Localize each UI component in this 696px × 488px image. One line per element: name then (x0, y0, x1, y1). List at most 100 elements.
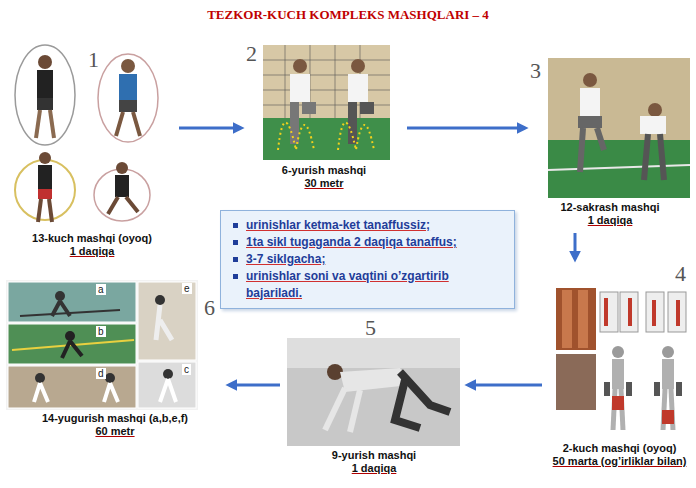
drawn-circle (351, 59, 365, 73)
callout-number: 1 (88, 48, 99, 72)
drawn-rect (8, 324, 136, 364)
bullet-text: 3-7 siklgacha; (246, 251, 325, 268)
drawn-path (62, 341, 82, 358)
drawn-rect (676, 300, 680, 326)
caption-group: 14-yugurish mashqi (a,b,e,f)60 metr (4, 412, 226, 438)
leg-strength-figures (553, 285, 692, 440)
exercise-station: 3 12-sakrash mashqi1 daqiqa (528, 55, 692, 230)
flow-arrow (574, 233, 577, 259)
drawn-rect (662, 359, 674, 389)
bullet-marker (233, 240, 238, 245)
drawn-line (660, 134, 664, 180)
drawn-circle (105, 373, 115, 383)
drawn-rect (302, 102, 316, 114)
drawn-rect (38, 189, 52, 199)
drawn-rect (612, 396, 624, 410)
exercise-station: 42-kuch mashqi (oyoq)50 marta (og’irlikl… (545, 262, 694, 477)
drawn-line (133, 112, 140, 136)
exercise-caption: 12-sakrash mashqi (528, 201, 692, 214)
drawn-line (644, 134, 648, 180)
bullet-marker (233, 223, 238, 228)
drawn-rect (600, 292, 618, 332)
caption-group: 9-yurish mashqi1 daqiqa (283, 449, 465, 475)
drawn-line (548, 165, 690, 170)
drawn-circle (121, 59, 135, 73)
drawn-rect (287, 338, 460, 368)
drawn-path (160, 379, 176, 402)
drawn-path (52, 301, 70, 316)
drawn-rect (38, 165, 52, 189)
drawn-line (263, 90, 390, 91)
exercise-caption: 14-yugurish mashqi (a,b,e,f) (4, 412, 226, 425)
drawn-path (338, 123, 374, 151)
flow-arrow (179, 127, 241, 130)
drawn-path (156, 305, 172, 340)
bullet-row: urinishlar ketma-ket tanaffussiz; (233, 217, 504, 234)
photo-letter: e (182, 283, 192, 294)
jumping-photo (548, 58, 690, 198)
flow-arrow (229, 384, 280, 387)
walking-photo (263, 45, 390, 160)
drawn-rect (37, 70, 53, 98)
drawn-rect (604, 382, 610, 396)
drawn-rect (662, 410, 674, 424)
drawn-circle (662, 346, 674, 358)
drawn-circle (583, 73, 597, 87)
callout-number: 2 (246, 42, 257, 66)
drawn-circle (155, 295, 165, 305)
callout-number: 5 (365, 316, 376, 340)
drawn-line (597, 128, 604, 150)
exercise-caption: 13-kuch mashqi (oyoq) (8, 232, 176, 245)
bullet-text: urinishlar soni va vaqtini o’zgartirib b… (246, 268, 504, 302)
exercise-station: 113-kuch mashqi (oyoq)1 daqiqa (8, 40, 176, 260)
drawn-path (104, 383, 118, 402)
flow-arrow (468, 384, 542, 387)
drawn-rect (626, 382, 632, 396)
callout-number: 3 (530, 59, 541, 83)
drawn-line (350, 390, 360, 432)
drawn-rect (263, 45, 390, 160)
drawn-circle (38, 55, 52, 69)
drawn-line (263, 75, 390, 76)
exercise-station: 6 14-yugurish mashqi (a,b,e,f)60 metr (4, 278, 226, 443)
bullet-row: 1ta sikl tugaganda 2 daqiqa tanaffus; (233, 234, 504, 251)
drawn-rect (138, 282, 196, 360)
drawn-line (38, 199, 41, 222)
drawn-rect (37, 98, 53, 110)
drawn-line (116, 112, 123, 136)
drawn-rect (562, 290, 572, 348)
callout-number: 6 (204, 296, 215, 320)
drawn-rect (290, 74, 310, 102)
drawn-circle (65, 331, 75, 341)
drawn-circle (39, 152, 51, 164)
exercise-amount: 50 marta (og’irliklar bilan) (545, 455, 694, 468)
drawn-rect (628, 298, 632, 326)
bullet-row: urinishlar soni va vaqtini o’zgartirib b… (233, 268, 504, 302)
exercise-amount: 1 daqiqa (283, 462, 465, 475)
drawn-line (49, 199, 52, 222)
drawn-line (335, 45, 336, 118)
callout-number: 4 (675, 262, 686, 286)
drawn-rect (8, 366, 136, 408)
drawn-ellipse (15, 45, 75, 145)
drawn-rect (115, 175, 129, 197)
drawn-ellipse (98, 54, 158, 142)
drawn-circle (163, 369, 173, 379)
drawn-line (50, 110, 54, 138)
drawn-circle (612, 346, 624, 358)
drawn-ellipse (15, 160, 75, 220)
drawn-line (108, 197, 118, 214)
bullet-text: urinishlar ketma-ket tanaffussiz; (246, 217, 430, 234)
drawn-rect (360, 102, 374, 114)
drawn-rect (578, 290, 588, 348)
rope-jump-photo (15, 45, 158, 222)
drawn-rect (612, 359, 624, 389)
bullet-row: 3-7 siklgacha; (233, 251, 504, 268)
exercise-amount: 30 metr (244, 177, 404, 190)
exercise-amount: 1 daqiqa (528, 214, 692, 227)
drawn-rect (652, 300, 656, 326)
drawn-rect (640, 116, 666, 134)
drawn-rect (654, 382, 660, 396)
photo-letter: b (96, 326, 106, 337)
